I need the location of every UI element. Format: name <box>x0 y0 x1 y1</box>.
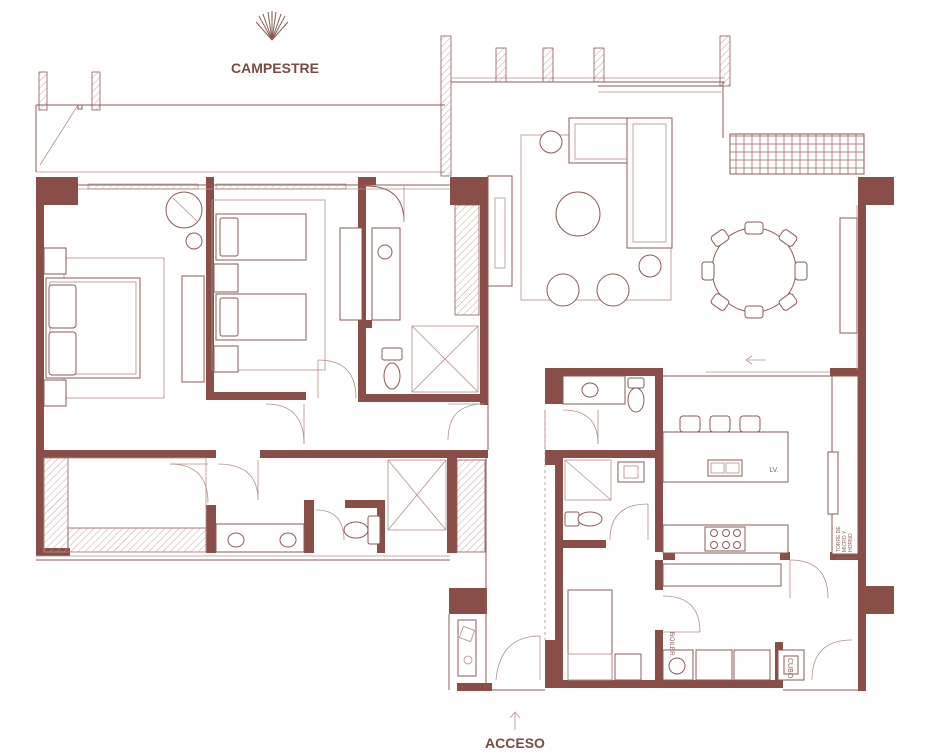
service-patio: BOILER CUBO <box>662 563 853 681</box>
terrace-living <box>440 35 865 177</box>
terrace-left <box>35 71 445 173</box>
boiler-label: BOILER <box>668 632 675 656</box>
closet-lower-left <box>43 457 207 553</box>
bath-2 <box>215 459 486 553</box>
service-bath <box>564 459 649 541</box>
hall-doors <box>169 359 485 504</box>
palm-icon <box>255 11 289 41</box>
entrance-label: ACCESO <box>485 735 545 751</box>
tower-label-2: MICRO Y <box>842 530 848 552</box>
powder-room <box>544 375 645 450</box>
entrance-arrow-icon <box>509 711 521 730</box>
dining <box>701 217 858 365</box>
duct-label: CUBO <box>786 658 793 679</box>
entrance-hall <box>457 410 546 681</box>
kitchen: LV. TORRE DE MICRO Y HORNO <box>662 375 859 599</box>
twin-bedroom <box>211 183 363 373</box>
north-label: CAMPESTRE <box>231 60 319 76</box>
laundry-label: LV. <box>769 467 778 474</box>
living-room <box>487 117 673 307</box>
bath-1 <box>365 185 480 393</box>
service-bedroom <box>567 589 701 681</box>
tower-label-1: TORRE DE <box>836 526 842 552</box>
master-bedroom <box>43 183 205 407</box>
tower-label-3: HORNO <box>848 533 854 552</box>
